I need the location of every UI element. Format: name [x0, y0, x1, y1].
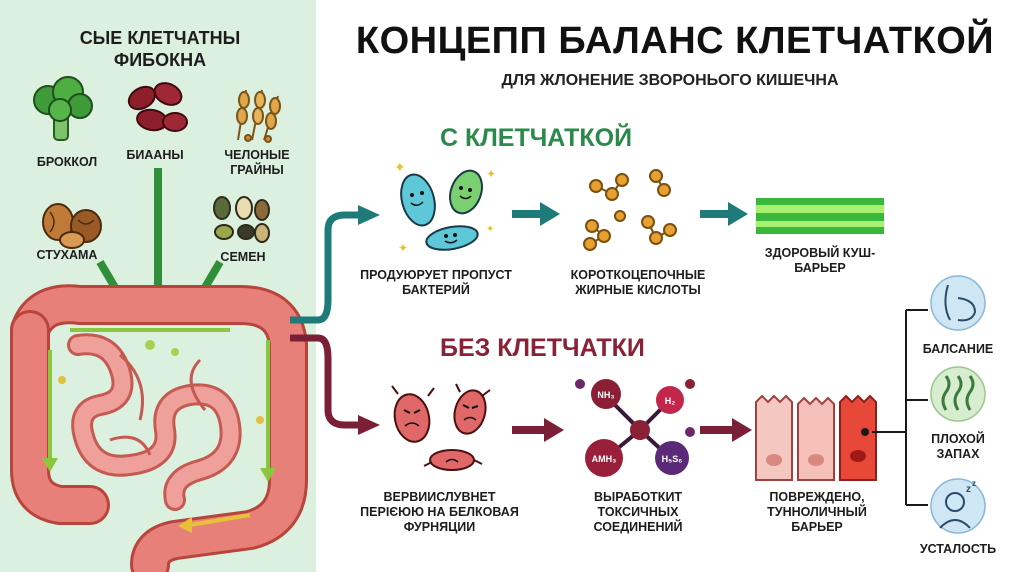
food-label-seeds: СЕМЕН: [220, 250, 266, 264]
without-fiber-step-3-label: ПОВРЕЖДЕНО, ТУННОЛИЧНЫЙ БАРЬЕР: [767, 490, 867, 534]
page-subtitle: ДЛЯ ЖЛОНЕНИЕ ЗВОРОНЬОГО КИШЕЧНА: [501, 72, 839, 89]
seeds-icon: [213, 196, 270, 243]
with-fiber-branch-arrow: [290, 211, 360, 324]
svg-text:z: z: [972, 479, 976, 488]
symptom-label-fatigue: УСТАЛОСТЬ: [919, 542, 997, 556]
without-fiber-step-2-label: ВЫРАБОТКИТ ТОКСИЧНЫХ СОЕДИНЕНИЙ: [593, 490, 683, 534]
food-label-broccoli: БРОККОЛ: [36, 155, 98, 169]
symptom-connector: [872, 309, 928, 506]
molecules-icon: [583, 169, 677, 251]
food-illustrations: [10, 76, 308, 572]
damaged-barrier-icon: [755, 394, 877, 481]
food-label-nuts: СТУХАМА: [36, 248, 98, 262]
beans-icon: [127, 82, 188, 132]
with-fiber-step-arrows: [512, 202, 748, 226]
page-title: КОНЦЕПП БАЛАНС КЛЕТЧАТКОЙ: [355, 20, 995, 62]
svg-text:✦: ✦: [486, 224, 494, 235]
symptom-label-odor: ПЛОХОЙ ЗАПАХ: [931, 432, 985, 461]
molecule-label-h2: H₂: [665, 396, 676, 406]
with-fiber-step-1-label: ПРОДУЮРУЕТ ПРОПУСТ БАКТЕРИЙ: [360, 268, 512, 297]
bloating-icon: [930, 275, 986, 331]
fatigue-icon: z z: [930, 478, 986, 534]
food-label-grains: ЧЕЛОНЫЕ ГРАЙНЫ: [224, 148, 290, 177]
intestine-illustration: [10, 284, 308, 572]
svg-text:z: z: [966, 484, 971, 495]
without-fiber-heading: БЕЗ КЛЕТЧАТКИ: [440, 334, 645, 362]
svg-text:✦: ✦: [486, 167, 496, 181]
happy-bacteria-icon: ✦ ✦ ✦ ✦: [394, 159, 496, 255]
without-fiber-branch-arrow: [290, 334, 360, 429]
svg-text:✦: ✦: [398, 241, 408, 255]
toxic-molecule-icon: [575, 379, 695, 477]
with-fiber-heading: С КЛЕТЧАТКОЙ: [440, 124, 633, 152]
food-label-beans: БИААНЫ: [126, 148, 184, 162]
grains-icon: [236, 89, 281, 143]
with-fiber-step-3-label: ЗДОРОВЫЙ КУШ-БАРЬЕР: [764, 246, 876, 275]
without-fiber-step-1-label: ВЕРВИИСЛУВНЕТ ПЕРІЄЮЮ НА БЕЛКОВАЯ ФУРНЯЦ…: [360, 490, 519, 534]
broccoli-icon: [33, 76, 93, 141]
molecule-label-nh3: NH₃: [597, 390, 614, 400]
food-panel-title: СЫЕ КЛЕТЧАТНЫ ФИБОКНА: [79, 28, 241, 70]
molecule-label-h5s6: H₅S₆: [662, 454, 683, 464]
angry-bacteria-icon: [391, 383, 491, 471]
symptom-label-bloating: БАЛСАНИЕ: [922, 342, 994, 356]
molecule-label-amh3: AMH₃: [592, 454, 617, 464]
svg-text:✦: ✦: [394, 159, 406, 175]
without-fiber-step-arrows: [512, 418, 752, 442]
odor-icon: [930, 366, 986, 422]
with-fiber-step-2-label: КОРОТКОЦЕПОЧНЫЕ ЖИРНЫЕ КИСЛОТЫ: [570, 268, 706, 297]
healthy-barrier-icon: [756, 198, 884, 234]
nuts-icon: [42, 203, 102, 249]
